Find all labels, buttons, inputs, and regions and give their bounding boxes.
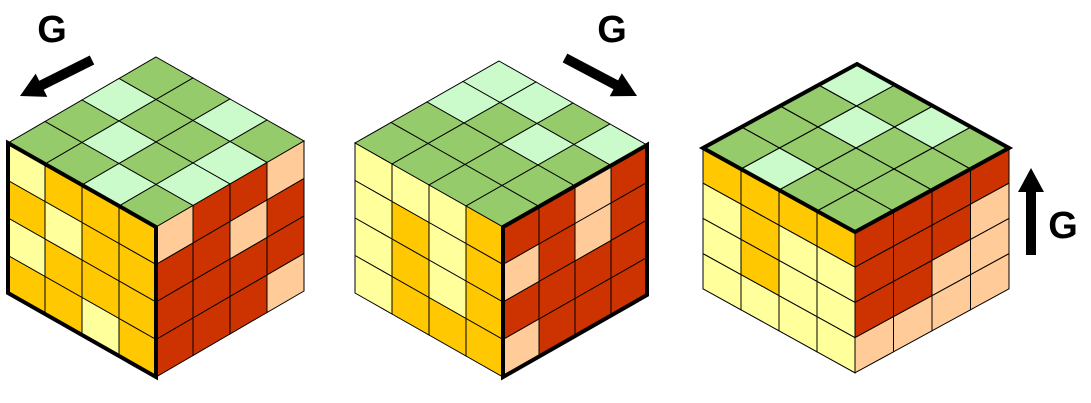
gravity-label: G (1048, 205, 1078, 247)
cube-3: G (698, 61, 1078, 374)
highlighted-face-outline (6, 139, 158, 381)
cube-2: G (353, 9, 649, 381)
arrow-up-icon (1018, 168, 1044, 255)
highlighted-face-outline (501, 141, 649, 381)
cube-1: G (6, 9, 306, 381)
gravity-label: G (37, 9, 67, 51)
right-facelet (266, 252, 305, 314)
highlighted-face-outline (698, 61, 1014, 235)
gravity-label: G (597, 9, 627, 51)
arrow-down-left-icon (20, 55, 95, 97)
right-facelet (970, 252, 1010, 311)
arrow-down-right-icon (562, 53, 637, 97)
